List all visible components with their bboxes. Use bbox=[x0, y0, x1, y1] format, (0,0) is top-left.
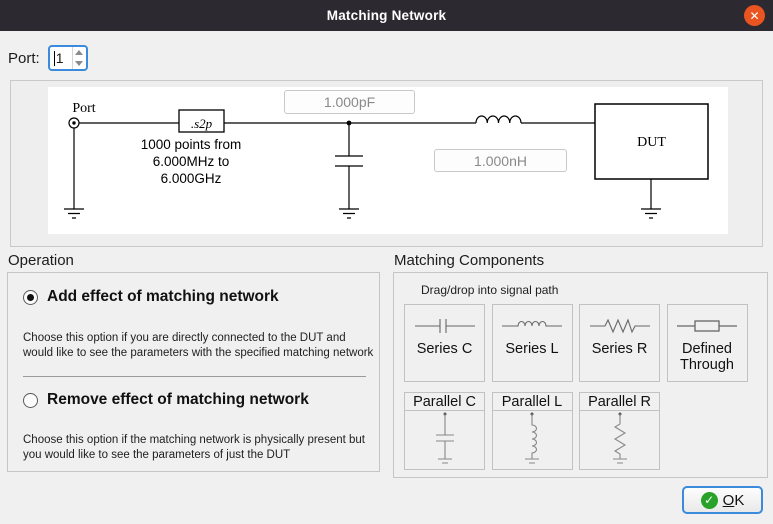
window-title: Matching Network bbox=[326, 8, 447, 23]
port-spinbox[interactable]: 1 bbox=[47, 45, 88, 71]
divider bbox=[23, 376, 366, 377]
series-c-tile[interactable]: Series C bbox=[404, 304, 485, 382]
shunt-capacitor-icon bbox=[335, 123, 363, 209]
titlebar: Matching Network ✕ bbox=[0, 0, 773, 31]
spinbox-up-button[interactable] bbox=[73, 47, 86, 58]
inductor-value-input[interactable] bbox=[434, 149, 567, 172]
defined-through-tile[interactable]: Defined Through bbox=[666, 304, 748, 382]
spinbox-arrows bbox=[71, 47, 86, 69]
parallel-l-tile[interactable]: Parallel L bbox=[491, 392, 573, 470]
parallel-c-tile[interactable]: Parallel C bbox=[404, 392, 485, 470]
port-row: Port: 1 bbox=[8, 45, 88, 71]
matching-components-heading: Matching Components bbox=[394, 252, 545, 269]
parallel-inductor-icon bbox=[525, 412, 539, 464]
series-capacitor-icon bbox=[414, 319, 475, 333]
radio-unselected-icon[interactable] bbox=[23, 392, 38, 408]
series-components-row: Series C Series L Series R bbox=[404, 304, 748, 382]
radio-remove-label[interactable]: Remove effect of matching network bbox=[47, 391, 309, 408]
ground-icon bbox=[64, 208, 84, 219]
s2p-box bbox=[178, 109, 225, 133]
operation-heading: Operation bbox=[8, 252, 74, 269]
series-inductor-icon bbox=[475, 115, 522, 124]
tile-label: Defined Through bbox=[679, 341, 734, 373]
matching-components-panel: Drag/drop into signal path Series C Seri… bbox=[393, 272, 768, 478]
radio-add-label[interactable]: Add effect of matching network bbox=[47, 288, 279, 305]
ground-icon bbox=[641, 208, 661, 219]
drag-drop-hint: Drag/drop into signal path bbox=[421, 283, 559, 297]
port-text: Port bbox=[72, 101, 95, 116]
parallel-r-tile[interactable]: Parallel R bbox=[579, 392, 660, 470]
remove-effect-description: Choose this option if the matching netwo… bbox=[23, 434, 365, 462]
sweep-info-line1: 1000 points from bbox=[141, 137, 242, 152]
dut-text: DUT bbox=[637, 135, 666, 150]
radio-selected-icon[interactable] bbox=[23, 289, 38, 305]
parallel-capacitor-icon bbox=[435, 412, 454, 464]
ground-icon bbox=[339, 208, 359, 219]
tile-label: Series C bbox=[416, 341, 473, 357]
circuit-frame: Port .s2p 1000 points from 6.000MHz to 6… bbox=[10, 80, 763, 247]
series-resistor-icon bbox=[589, 318, 650, 334]
close-icon[interactable]: ✕ bbox=[744, 5, 765, 26]
port-spinbox-value[interactable]: 1 bbox=[53, 50, 64, 66]
sweep-info-line3: 6.000GHz bbox=[161, 171, 222, 186]
tile-label: Series L bbox=[505, 341, 559, 357]
parallel-resistor-icon bbox=[612, 412, 627, 464]
capacitor-value-input[interactable] bbox=[284, 90, 415, 114]
ok-button-label: OK bbox=[722, 491, 745, 509]
tile-label: Parallel R bbox=[580, 393, 659, 411]
spinbox-down-button[interactable] bbox=[73, 58, 86, 69]
check-icon: ✓ bbox=[700, 491, 718, 509]
tile-label: Series R bbox=[591, 341, 648, 357]
series-inductor-icon bbox=[502, 320, 562, 327]
add-effect-description: Choose this option if you are directly c… bbox=[23, 332, 374, 360]
ok-button[interactable]: ✓ OK bbox=[682, 486, 763, 514]
port-label: Port: bbox=[8, 49, 40, 67]
sweep-info-line2: 6.000MHz to bbox=[153, 154, 230, 169]
s2p-text: .s2p bbox=[191, 116, 213, 131]
series-r-tile[interactable]: Series R bbox=[579, 304, 660, 382]
junction-dot bbox=[346, 120, 352, 126]
through-box-icon bbox=[677, 320, 737, 332]
radio-add-effect[interactable]: Add effect of matching network bbox=[23, 288, 279, 306]
text-caret bbox=[53, 50, 55, 66]
radio-remove-effect[interactable]: Remove effect of matching network bbox=[23, 391, 309, 409]
chevron-down-icon bbox=[75, 61, 84, 66]
circuit-diagram: Port .s2p 1000 points from 6.000MHz to 6… bbox=[64, 101, 709, 219]
circuit-canvas: Port .s2p 1000 points from 6.000MHz to 6… bbox=[48, 87, 728, 234]
series-l-tile[interactable]: Series L bbox=[491, 304, 573, 382]
chevron-up-icon bbox=[75, 50, 84, 55]
tile-label: Parallel L bbox=[492, 393, 572, 411]
tile-label: Parallel C bbox=[405, 393, 484, 411]
parallel-components-row: Parallel C Parallel L bbox=[404, 392, 660, 470]
operation-panel: Add effect of matching network Choose th… bbox=[7, 272, 380, 472]
